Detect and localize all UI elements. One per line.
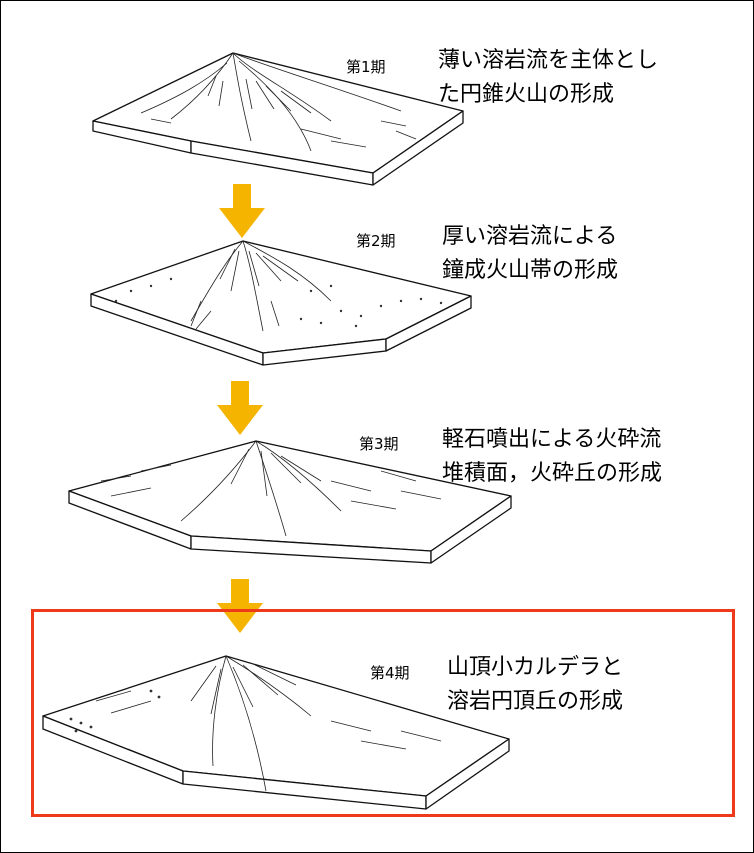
down-arrow-icon	[219, 184, 265, 238]
stage-2-number: 第2期	[356, 232, 396, 250]
stage-1-description-line1: 薄い溶岩流を主体とし	[438, 48, 659, 73]
stage-4-description-line1: 山頂小カルデラと	[447, 655, 624, 680]
stage-3-description-line2: 堆積面，火砕丘の形成	[442, 461, 663, 486]
down-arrow-icon	[217, 381, 263, 435]
stage-2-description-line2: 鐘成火山帯の形成	[442, 258, 619, 283]
stage-1-number: 第1期	[346, 58, 386, 76]
stage-3-number: 第3期	[359, 435, 399, 453]
stage-1-description-line2: た円錐火山の形成	[438, 82, 615, 107]
stage-4-number: 第4期	[370, 664, 410, 682]
stage-4-description-line2: 溶岩円頂丘の形成	[447, 689, 624, 714]
stage-3-description-line1: 軽石噴出による火砕流	[442, 427, 662, 452]
stage-4-highlight-box	[31, 609, 735, 817]
down-arrow-icon	[217, 579, 263, 633]
stage-2-description-line1: 厚い溶岩流による	[442, 224, 618, 249]
